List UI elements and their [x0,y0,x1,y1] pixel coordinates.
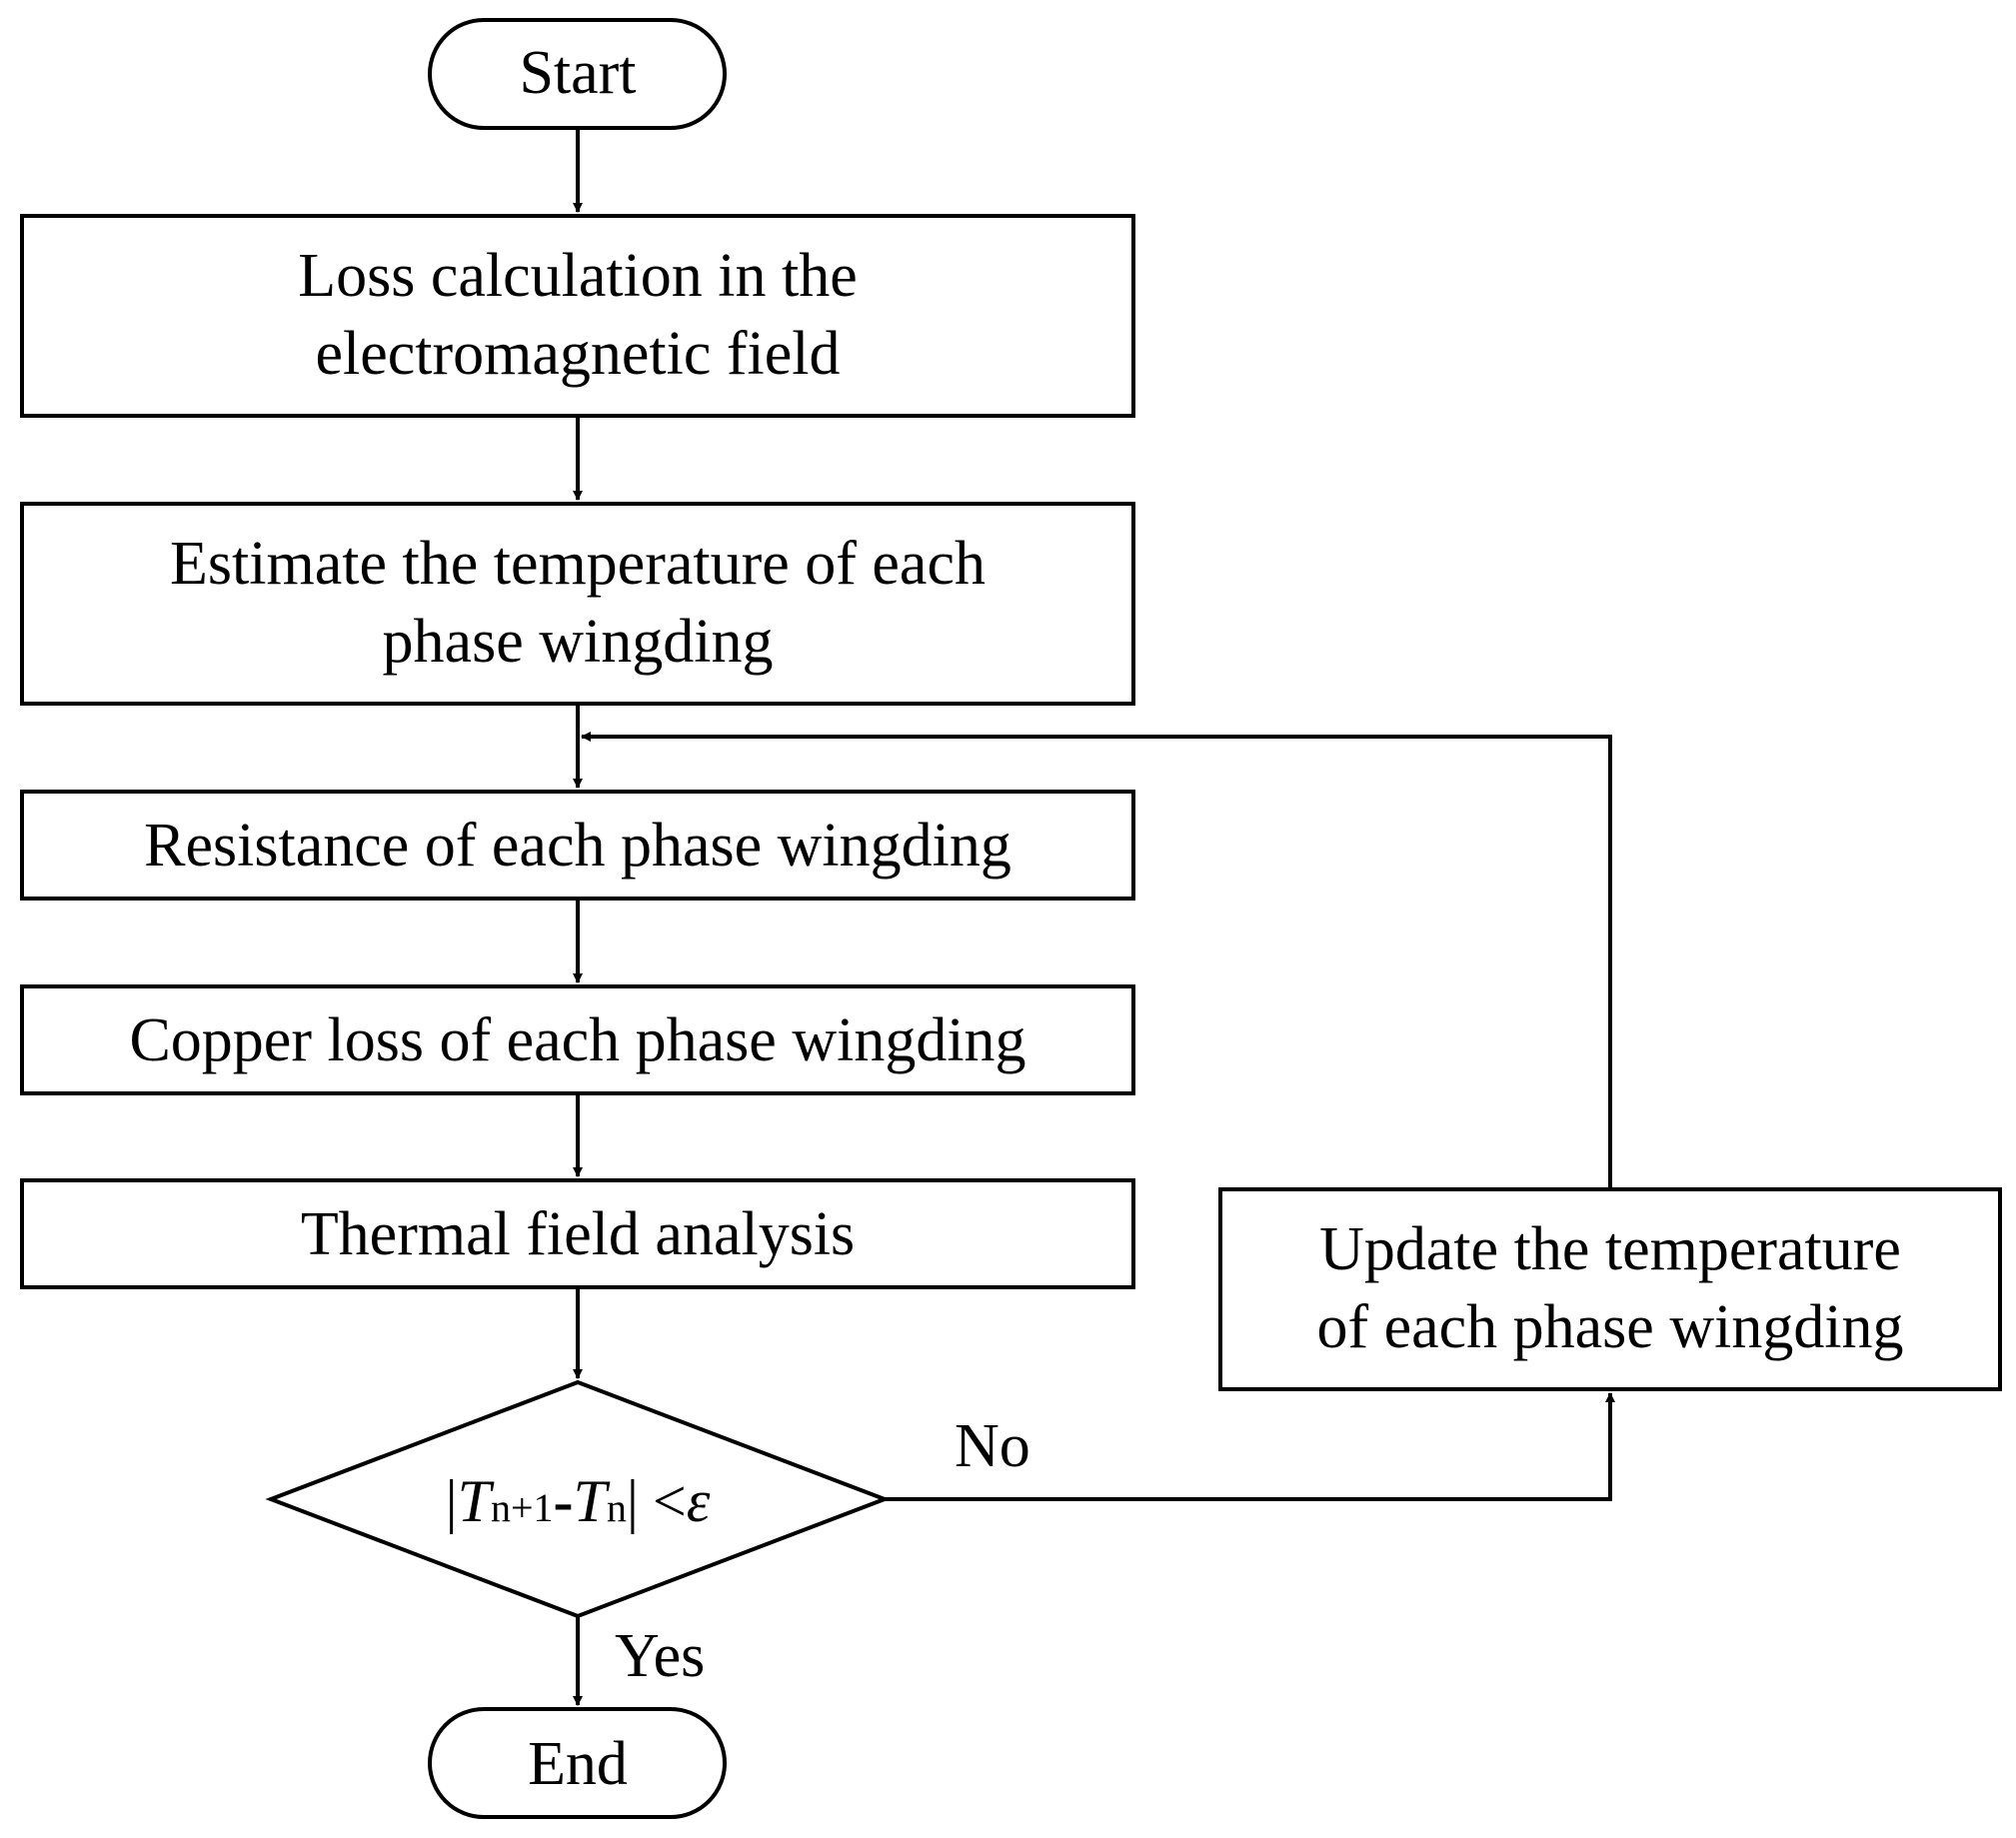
epsilon-symbol: ε [687,1468,711,1534]
estimate-temperature-line-1: Estimate the temperature of each [170,530,986,598]
abs-bar-left: | [446,1468,458,1534]
abs-bar-right: | [627,1468,639,1534]
thermal-analysis-label: Thermal field analysis [301,1200,855,1268]
estimate-temperature-box: Estimate the temperature of each phase w… [20,502,1135,706]
update-temperature-box: Update the temperature of each phase win… [1218,1187,2002,1391]
edge-label-no: No [955,1412,1030,1480]
t-next-subscript: n+1 [491,1485,554,1530]
loss-calculation-line-1: Loss calculation in the [298,242,858,310]
end-label: End [528,1730,628,1798]
copper-loss-label: Copper loss of each phase wingding [129,1006,1025,1074]
update-temperature-line-2: of each phase wingding [1316,1293,1903,1361]
thermal-analysis-box: Thermal field analysis [20,1178,1135,1289]
start-terminal: Start [428,18,727,130]
t-current-subscript: n [607,1485,627,1530]
convergence-decision: |Tn+1-Tn|<ε [265,1379,891,1619]
less-than-symbol: < [653,1468,687,1534]
estimate-temperature-line-2: phase wingding [383,608,774,676]
edge-label-yes: Yes [615,1622,705,1690]
arrow-decision-no-to-update [885,1392,1615,1501]
loss-calculation-line-2: electromagnetic field [315,320,840,388]
t-next-symbol: T [458,1468,495,1534]
loss-calculation-box: Loss calculation in the electromagnetic … [20,214,1135,418]
resistance-label: Resistance of each phase wingding [144,812,1011,880]
minus-symbol: - [554,1468,574,1534]
t-current-symbol: T [574,1468,611,1534]
start-label: Start [519,39,636,107]
resistance-box: Resistance of each phase wingding [20,790,1135,901]
copper-loss-box: Copper loss of each phase wingding [20,984,1135,1095]
update-temperature-line-1: Update the temperature [1319,1215,1901,1283]
end-terminal: End [428,1707,727,1819]
decision-condition: |Tn+1-Tn|<ε [446,1468,711,1534]
arrow-update-feedback-loop [581,732,1612,1189]
